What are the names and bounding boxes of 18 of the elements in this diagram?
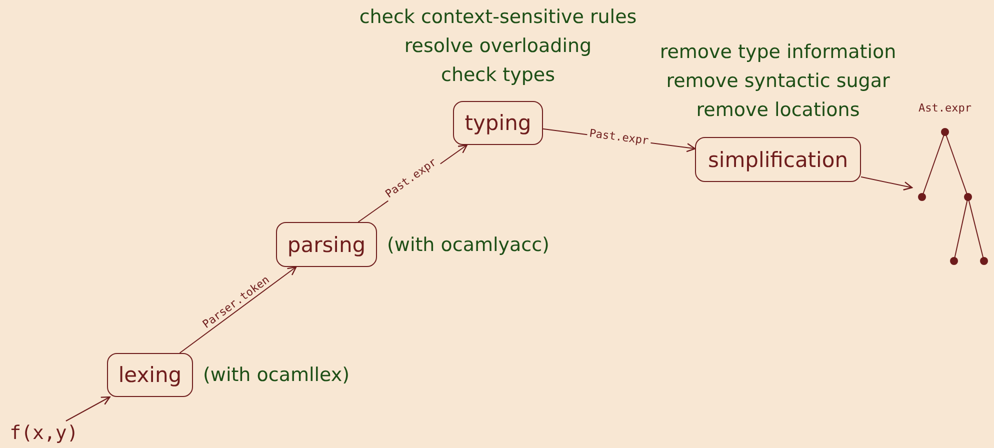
note-text: check types: [441, 64, 555, 86]
arrow: [65, 396, 110, 422]
stage-box: parsing: [276, 222, 377, 267]
note-text: resolve overloading: [404, 35, 592, 57]
type-label: Ast.expr: [918, 102, 972, 114]
arrow: [860, 176, 913, 190]
note-text: check context-sensitive rules: [359, 6, 637, 28]
stage-box: typing: [453, 101, 543, 145]
note-text: remove syntactic sugar: [666, 70, 890, 92]
edge-label: Past.expr: [586, 126, 652, 148]
note-text: (with ocamllex): [203, 364, 350, 386]
stage-box: lexing: [107, 353, 193, 397]
note-text: remove locations: [696, 99, 860, 121]
note-text: remove type information: [660, 41, 896, 63]
stage-box: simplification: [695, 137, 861, 182]
input-expression: f(x,y): [6, 421, 82, 445]
arrow: [179, 266, 297, 354]
note-text: (with ocamlyacc): [387, 234, 550, 256]
